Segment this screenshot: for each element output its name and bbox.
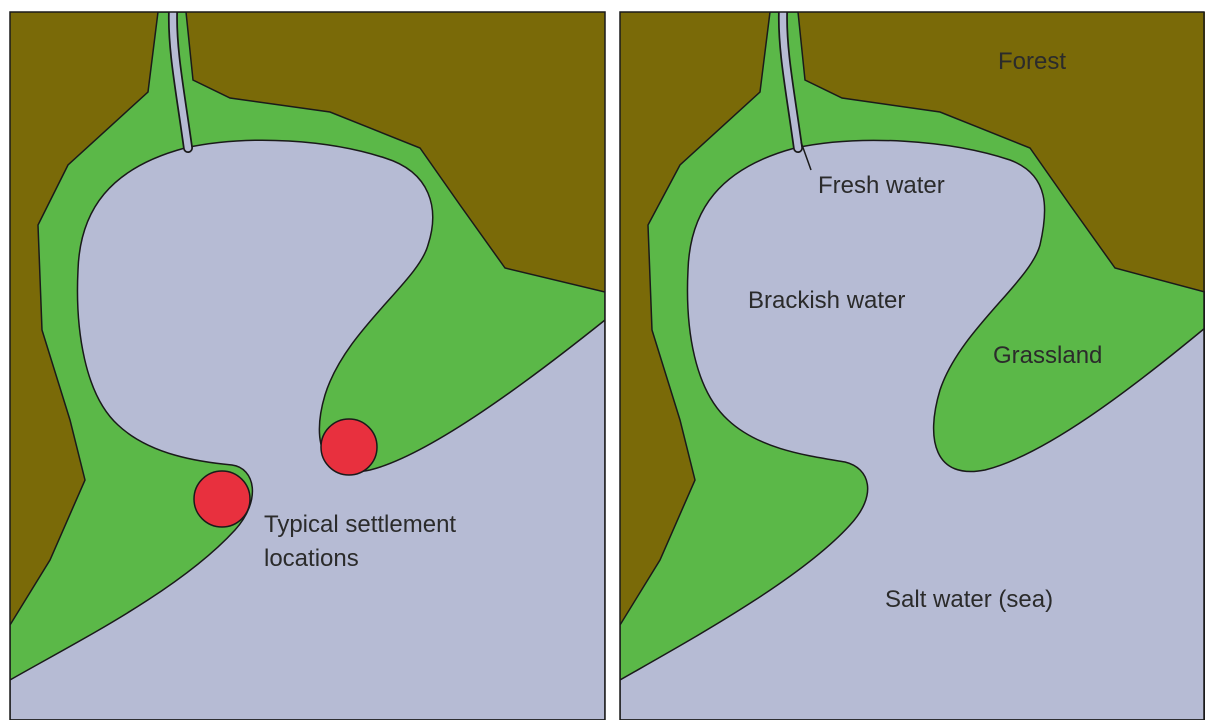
salt-water-label: Salt water (sea) (885, 586, 1053, 613)
settlement-label-line2: locations (264, 545, 359, 572)
grassland-label: Grassland (993, 342, 1102, 369)
left-panel: Typical settlement locations (9, 11, 606, 720)
right-panel-frame (619, 11, 1205, 720)
brackish-water-label: Brackish water (748, 287, 905, 314)
fresh-water-label: Fresh water (818, 172, 945, 199)
right-water (620, 139, 1205, 720)
settlement-marker-right (320, 418, 378, 476)
settlement-label-line1: Typical settlement (264, 511, 456, 538)
forest-label: Forest (998, 48, 1066, 75)
left-panel-frame (9, 11, 606, 720)
fresh-water-leader-line (800, 141, 812, 171)
right-panel: Forest Fresh water Brackish water Grassl… (619, 11, 1205, 720)
settlement-marker-left (193, 470, 251, 528)
